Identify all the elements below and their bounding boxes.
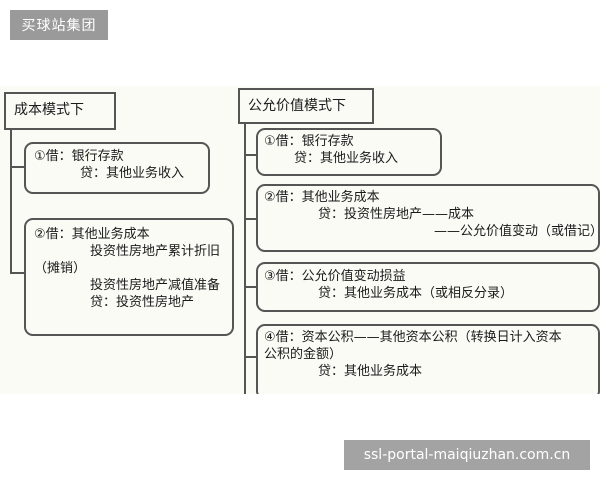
- entry-debit-item: 公积的金额）: [264, 347, 343, 362]
- entry-credit-item: ——公允价值变动（或借记）: [434, 224, 600, 239]
- cost-model-branch-2: [10, 272, 24, 274]
- cost-model-branch-1: [10, 166, 24, 168]
- entry-credit: 贷：投资性房地产——成本: [318, 207, 475, 222]
- entry-debit: ②借：其他业务成本: [34, 227, 150, 242]
- fair-value-model-trunk: [244, 124, 246, 394]
- entry-credit: 贷：投资性房地产: [90, 295, 195, 310]
- fair-value-model-header: 公允价值模式下: [238, 88, 374, 124]
- fair-value-entry-4: ④借：资本公积——其他资本公积（转换日计入资本 公积的金额） 贷：其他业务成本: [256, 324, 600, 394]
- entry-debit: ②借：其他业务成本: [264, 190, 380, 205]
- fair-value-branch-1: [244, 154, 256, 156]
- watermark-bottom: ssl-portal-maiqiuzhan.com.cn: [344, 440, 590, 470]
- cost-model-header: 成本模式下: [4, 92, 116, 130]
- fair-value-entry-1: ①借：银行存款 贷：其他业务收入: [256, 128, 442, 176]
- fair-value-entry-2: ②借：其他业务成本 贷：投资性房地产——成本 ——公允价值变动（或借记）: [256, 184, 600, 252]
- cost-model-entry-1: ①借：银行存款 贷：其他业务收入: [24, 142, 210, 194]
- entry-debit-item: 投资性房地产累计折旧: [90, 244, 221, 259]
- entry-debit: ③借：公允价值变动损益: [264, 269, 406, 284]
- cost-model-trunk: [10, 130, 12, 272]
- watermark-top: 买球站集团: [10, 10, 108, 40]
- entry-debit: ①借：银行存款: [264, 134, 354, 149]
- fair-value-branch-2: [244, 218, 256, 220]
- entry-credit: 贷：其他业务成本（或相反分录）: [318, 286, 514, 301]
- fair-value-branch-3: [244, 286, 256, 288]
- accounting-diagram: 成本模式下 ①借：银行存款 贷：其他业务收入 ②借：其他业务成本 投资性房地产累…: [0, 86, 600, 394]
- entry-debit-item: 投资性房地产减值准备: [90, 278, 221, 293]
- entry-debit: ①借：银行存款: [34, 149, 124, 164]
- fair-value-entry-3: ③借：公允价值变动损益 贷：其他业务成本（或相反分录）: [256, 262, 600, 312]
- entry-credit: 贷：其他业务收入: [294, 151, 399, 166]
- entry-credit: 贷：其他业务收入: [80, 166, 185, 181]
- entry-credit: 贷：其他业务成本: [318, 364, 423, 379]
- cost-model-entry-2: ②借：其他业务成本 投资性房地产累计折旧 （摊销） 投资性房地产减值准备 贷：投…: [24, 218, 234, 336]
- entry-debit-item: （摊销）: [34, 261, 87, 276]
- fair-value-branch-4: [244, 356, 256, 358]
- entry-debit: ④借：资本公积——其他资本公积（转换日计入资本: [264, 330, 562, 345]
